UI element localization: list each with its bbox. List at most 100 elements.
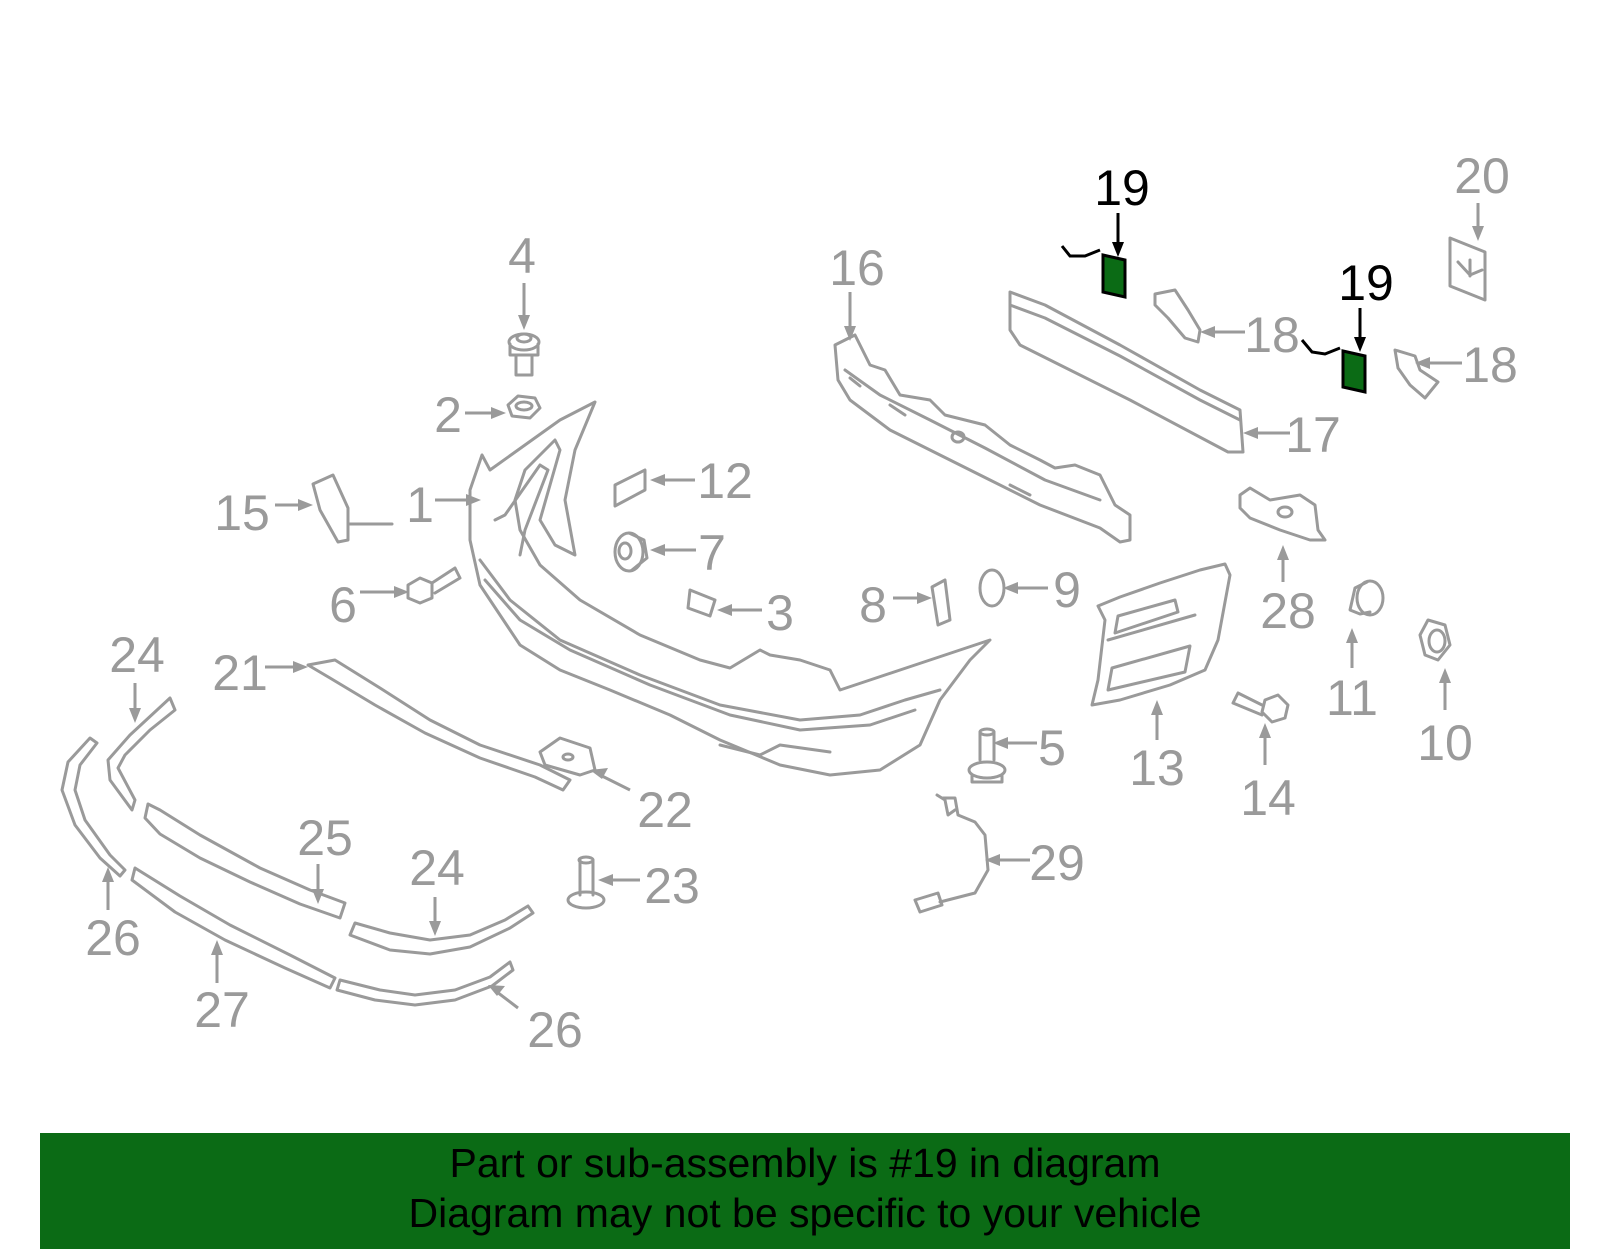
svg-text:19: 19 <box>1094 160 1150 216</box>
part-21-moulding <box>306 658 572 792</box>
svg-text:10: 10 <box>1417 715 1473 771</box>
svg-text:6: 6 <box>329 577 357 633</box>
part-29-wire <box>913 793 990 914</box>
callout-26a: 26 <box>85 867 141 966</box>
callout-2: 2 <box>434 387 506 443</box>
svg-text:21: 21 <box>212 645 268 701</box>
svg-text:7: 7 <box>698 525 726 581</box>
svg-text:14: 14 <box>1240 770 1296 826</box>
svg-text:15: 15 <box>214 485 270 541</box>
callout-29: 29 <box>985 835 1085 891</box>
part-11-push-pin <box>1348 579 1385 617</box>
part-23-stud <box>566 855 606 910</box>
callout-20: 20 <box>1454 148 1510 241</box>
part-3-pad <box>686 588 717 618</box>
svg-text:2: 2 <box>434 387 462 443</box>
part-1-bumper-cover <box>468 400 992 777</box>
part-26-trim-left <box>60 736 127 878</box>
svg-text:1: 1 <box>406 477 434 533</box>
part-19-pad-b <box>1300 339 1367 394</box>
part-17-reinforcement <box>1008 290 1245 454</box>
callout-14: 14 <box>1240 723 1296 826</box>
part-15-clip <box>311 473 394 544</box>
callout-5: 5 <box>993 720 1066 776</box>
callout-9: 9 <box>1003 562 1081 618</box>
callout-19b: 19 <box>1338 255 1394 352</box>
callout-27: 27 <box>194 940 250 1038</box>
svg-text:5: 5 <box>1038 720 1066 776</box>
callout-4: 4 <box>508 228 536 330</box>
callout-19a: 19 <box>1094 160 1150 257</box>
callout-26b: 26 <box>488 985 583 1058</box>
callout-11: 11 <box>1326 628 1378 726</box>
part-16-absorber <box>833 333 1132 544</box>
svg-text:19: 19 <box>1338 255 1394 311</box>
part-9-grommet <box>978 568 1006 608</box>
callout-10: 10 <box>1417 668 1473 771</box>
callout-1: 1 <box>406 477 481 533</box>
svg-text:27: 27 <box>194 982 250 1038</box>
svg-text:8: 8 <box>859 577 887 633</box>
callout-17: 17 <box>1243 407 1341 463</box>
svg-text:24: 24 <box>109 627 165 683</box>
callout-7: 7 <box>650 525 726 581</box>
svg-text:25: 25 <box>297 810 353 866</box>
svg-text:12: 12 <box>697 453 753 509</box>
svg-text:18: 18 <box>1462 337 1518 393</box>
callout-18a: 18 <box>1200 307 1300 363</box>
svg-text:16: 16 <box>829 240 885 296</box>
part-28-bracket <box>1238 486 1327 542</box>
callout-16: 16 <box>829 240 885 341</box>
part-19-pad-a <box>1060 245 1127 299</box>
callout-28: 28 <box>1260 545 1316 639</box>
svg-text:26: 26 <box>85 910 141 966</box>
part-4-bolt <box>507 332 541 377</box>
svg-text:17: 17 <box>1285 407 1341 463</box>
callout-21: 21 <box>212 645 308 701</box>
svg-text:29: 29 <box>1029 835 1085 891</box>
part-7-nut <box>613 531 649 573</box>
callout-6: 6 <box>329 577 409 633</box>
callout-24b: 24 <box>409 840 465 936</box>
part-24-trim-right <box>348 904 535 956</box>
callout-18b: 18 <box>1415 337 1518 393</box>
callout-24a: 24 <box>109 627 165 723</box>
part-5-stud <box>967 727 1007 784</box>
svg-text:18: 18 <box>1244 307 1300 363</box>
callout-12: 12 <box>650 453 753 509</box>
info-banner: Part or sub-assembly is #19 in diagram D… <box>40 1133 1570 1249</box>
callout-3: 3 <box>717 585 794 641</box>
callout-23: 23 <box>598 858 700 914</box>
part-20-bracket <box>1448 236 1487 302</box>
part-14-bolt <box>1231 691 1290 724</box>
svg-text:9: 9 <box>1053 562 1081 618</box>
svg-text:24: 24 <box>409 840 465 896</box>
callout-22: 22 <box>590 768 693 838</box>
svg-text:28: 28 <box>1260 583 1316 639</box>
svg-text:3: 3 <box>766 585 794 641</box>
part-18-bracket-a <box>1153 288 1202 344</box>
part-27-trim-lower <box>130 866 337 990</box>
part-13-side-bracket <box>1090 562 1232 707</box>
part-24-trim-left <box>106 696 177 812</box>
part-18-bracket-b <box>1393 348 1440 400</box>
svg-text:26: 26 <box>527 1002 583 1058</box>
banner-line-disclaimer: Diagram may not be specific to your vehi… <box>408 1190 1202 1236</box>
part-6-bolt <box>406 566 462 605</box>
callout-8: 8 <box>859 577 932 633</box>
part-8-pad <box>930 578 952 627</box>
part-26-trim-right <box>335 960 515 1007</box>
svg-text:13: 13 <box>1129 740 1185 796</box>
part-25-trim-center <box>143 802 347 920</box>
svg-text:22: 22 <box>637 782 693 838</box>
callout-15: 15 <box>214 485 313 541</box>
svg-text:23: 23 <box>644 858 700 914</box>
svg-text:20: 20 <box>1454 148 1510 204</box>
svg-text:4: 4 <box>508 228 536 284</box>
callout-13: 13 <box>1129 700 1185 796</box>
banner-line-part: Part or sub-assembly is #19 in diagram <box>449 1140 1161 1186</box>
part-10-nut <box>1418 618 1452 662</box>
svg-text:11: 11 <box>1326 670 1378 726</box>
part-2-nut <box>506 394 542 420</box>
